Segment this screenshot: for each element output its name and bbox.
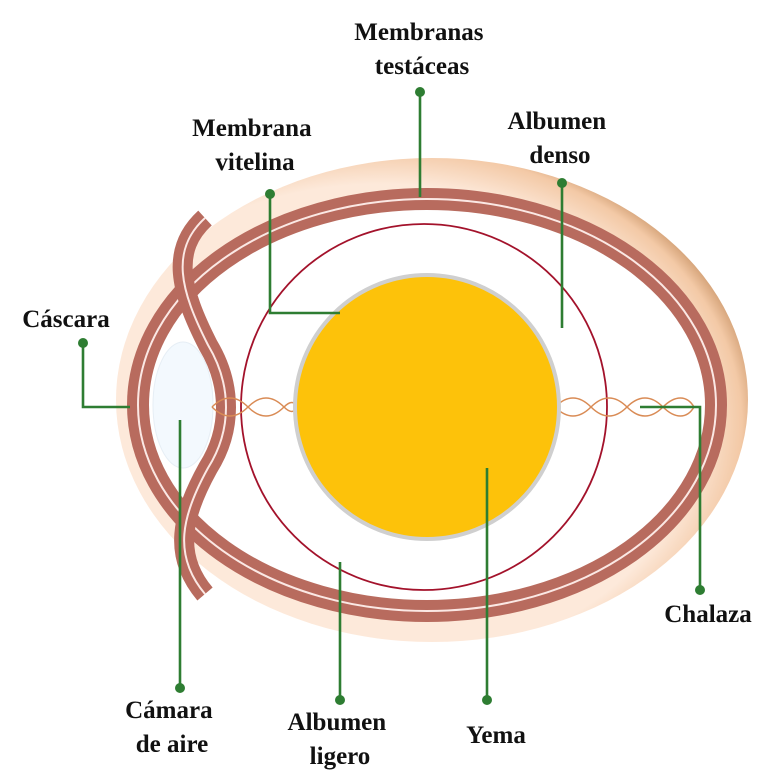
leader-dot-membranas-testaceas [415, 87, 425, 97]
label-membrana-vitelina-line1: Membrana [192, 115, 312, 142]
label-albumen-denso-line2: denso [529, 142, 590, 169]
leader-dot-albumen-ligero [335, 695, 345, 705]
label-albumen-ligero-line1: Albumen [288, 709, 387, 736]
leader-dot-chalaza [695, 585, 705, 595]
label-membranas-testaceas: Membranas testáceas [354, 19, 489, 80]
label-membranas-testaceas-line2: testáceas [375, 53, 470, 80]
label-membrana-vitelina: Membrana vitelina [192, 115, 318, 176]
leader-dot-camara-de-aire [175, 683, 185, 693]
label-albumen-ligero-line2: ligero [310, 743, 371, 770]
label-camara-de-aire-line1: Cámara [125, 697, 213, 724]
leader-dot-membrana-vitelina [265, 189, 275, 199]
label-camara-de-aire: Cámara de aire [125, 697, 219, 758]
label-yema: Yema [466, 722, 526, 749]
leader-dot-yema [482, 695, 492, 705]
yolk [295, 275, 559, 539]
label-albumen-denso-line1: Albumen [508, 108, 607, 135]
label-membrana-vitelina-line2: vitelina [215, 149, 295, 176]
leader-dot-cascara [78, 338, 88, 348]
label-camara-de-aire-line2: de aire [136, 731, 208, 758]
label-chalaza: Chalaza [664, 601, 752, 628]
label-membranas-testaceas-line1: Membranas [354, 19, 483, 46]
air-cell [153, 342, 213, 468]
label-albumen-ligero: Albumen ligero [288, 709, 393, 770]
label-albumen-denso: Albumen denso [508, 108, 613, 169]
leader-dot-albumen-denso [557, 178, 567, 188]
label-cascara: Cáscara [22, 306, 110, 333]
